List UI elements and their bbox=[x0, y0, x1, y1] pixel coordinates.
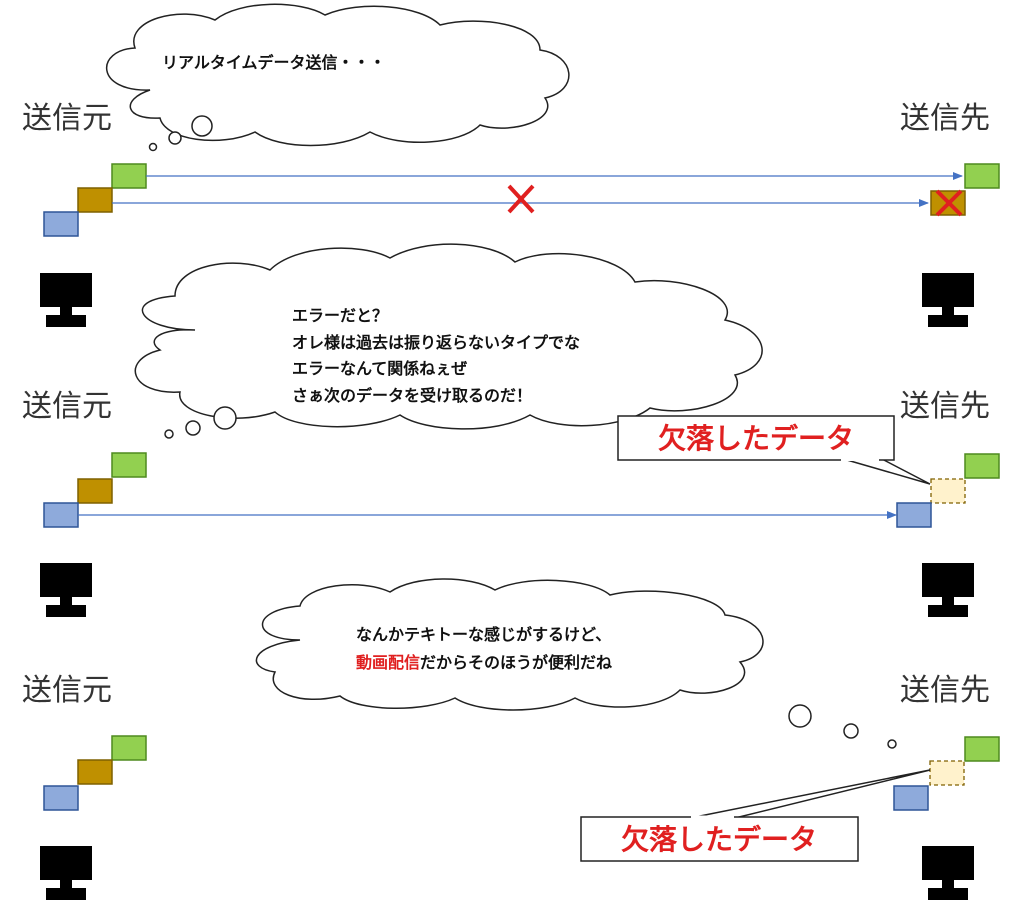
panel-3: なんかテキトーな感じがするけど、 動画配信だからそのほうが便利だね 送信元 送信… bbox=[22, 578, 1000, 900]
monitor-icon bbox=[40, 563, 92, 617]
packet-blue bbox=[43, 502, 79, 528]
missing-data-label: 欠落したデータ bbox=[658, 422, 854, 455]
cloud-middle-line2: オレ様は過去は振り返らないタイプでな bbox=[292, 333, 580, 352]
cloud-middle-line4: さぁ次のデータを受け取るのだ！ bbox=[292, 386, 532, 405]
panel-1: リアルタイムデータ送信・・・ 送信元 送信先 bbox=[22, 3, 1000, 327]
sender-label: 送信元 bbox=[22, 101, 112, 136]
sender-label: 送信元 bbox=[22, 389, 112, 424]
monitor-icon bbox=[922, 846, 974, 900]
cloud-bottom-line1: なんかテキトーな感じがするけど、 bbox=[356, 625, 611, 644]
packet-blue bbox=[893, 785, 929, 811]
packet-brown bbox=[77, 478, 113, 504]
packet-green bbox=[111, 735, 147, 761]
packet-green bbox=[964, 736, 1000, 762]
thought-bubble bbox=[213, 406, 237, 430]
packet-brown bbox=[77, 187, 113, 213]
missing-data-callout: 欠落したデータ bbox=[617, 415, 931, 485]
packet-blue bbox=[43, 785, 79, 811]
missing-data-callout: 欠落したデータ bbox=[580, 769, 931, 862]
cloud-bottom-line2-rest: だからそのほうが便利だね bbox=[420, 653, 612, 672]
receiver-label: 送信先 bbox=[900, 101, 990, 136]
thought-bubble bbox=[887, 739, 897, 749]
packet-green bbox=[964, 163, 1000, 189]
receiver-label: 送信先 bbox=[900, 673, 990, 708]
missing-data-label: 欠落したデータ bbox=[621, 823, 817, 856]
packet-blue bbox=[896, 502, 932, 528]
error-x-icon bbox=[935, 189, 963, 217]
thought-bubble bbox=[788, 704, 812, 728]
cloud-middle-line3: エラーなんて関係ねぇぜ bbox=[292, 359, 467, 378]
thought-bubble bbox=[168, 131, 182, 145]
packet-green bbox=[111, 452, 147, 478]
error-x-icon bbox=[507, 184, 535, 214]
packet-green bbox=[111, 163, 147, 189]
packet-blue bbox=[43, 211, 79, 237]
thought-cloud-top bbox=[106, 3, 570, 147]
cloud-middle-line1: エラーだと？ bbox=[292, 306, 388, 325]
highlight-video-streaming: 動画配信 bbox=[356, 653, 420, 672]
thought-bubble bbox=[164, 429, 174, 439]
thought-cloud-bottom bbox=[255, 578, 764, 711]
sender-label: 送信元 bbox=[22, 673, 112, 708]
packet-missing bbox=[929, 760, 965, 786]
thought-bubble bbox=[843, 723, 859, 739]
monitor-icon bbox=[922, 563, 974, 617]
receiver-label: 送信先 bbox=[900, 389, 990, 424]
packet-green bbox=[964, 453, 1000, 479]
thought-bubble bbox=[191, 115, 213, 137]
packet-missing bbox=[930, 478, 966, 504]
cloud-bottom-line2: 動画配信だからそのほうが便利だね bbox=[356, 653, 612, 672]
monitor-icon bbox=[40, 846, 92, 900]
thought-bubble bbox=[185, 420, 201, 436]
packet-brown bbox=[77, 759, 113, 785]
thought-bubble bbox=[148, 142, 158, 152]
cloud-top-line1: リアルタイムデータ送信・・・ bbox=[162, 53, 386, 72]
panel-2: エラーだと？ オレ様は過去は振り返らないタイプでな エラーなんて関係ねぇぜ さぁ… bbox=[22, 243, 1000, 617]
monitor-icon bbox=[40, 273, 92, 327]
monitor-icon bbox=[922, 273, 974, 327]
